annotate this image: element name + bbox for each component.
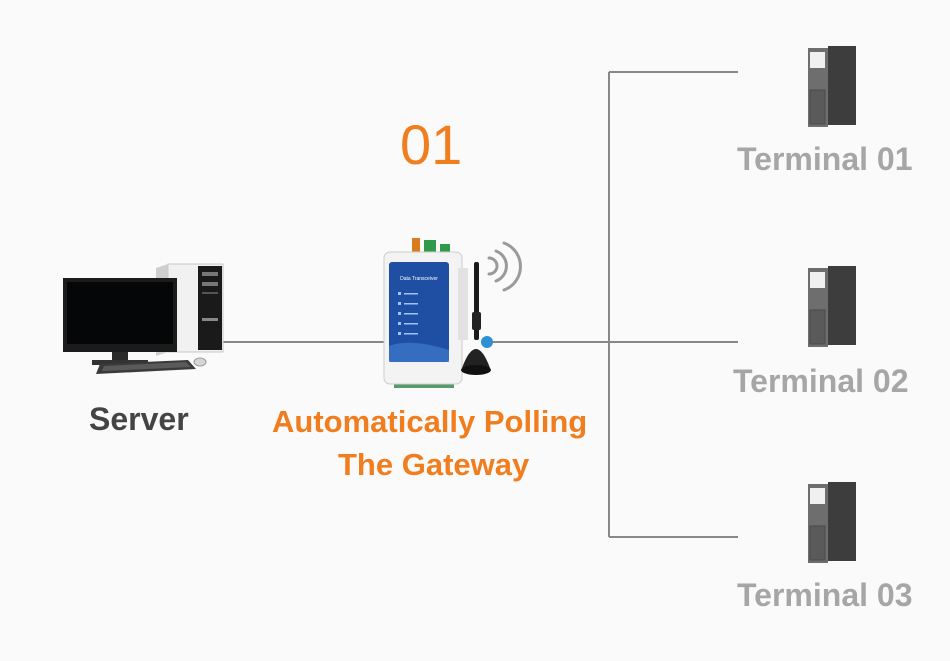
gateway-label-line2: The Gateway xyxy=(338,447,530,482)
gateway-panel-title: Data Transceiver xyxy=(400,276,438,282)
step-number: 01 xyxy=(400,113,463,176)
connection-lines xyxy=(220,71,738,538)
desktop-computer-icon xyxy=(63,263,224,374)
signal-node-dot xyxy=(481,336,493,348)
terminal-1-label: Terminal 01 xyxy=(737,141,913,177)
server-label: Server xyxy=(89,401,189,437)
terminal-server-icon xyxy=(808,482,856,563)
terminal-2-label: Terminal 02 xyxy=(733,363,909,399)
gateway-device-icon: Data Transceiver xyxy=(383,238,468,388)
antenna-icon xyxy=(461,262,491,375)
terminal-server-icon xyxy=(808,266,856,347)
wireless-signal-icon xyxy=(487,241,522,292)
gateway-label-line1: Automatically Polling xyxy=(272,404,588,439)
terminal-3-label: Terminal 03 xyxy=(737,577,913,613)
terminal-server-icon xyxy=(808,46,856,127)
